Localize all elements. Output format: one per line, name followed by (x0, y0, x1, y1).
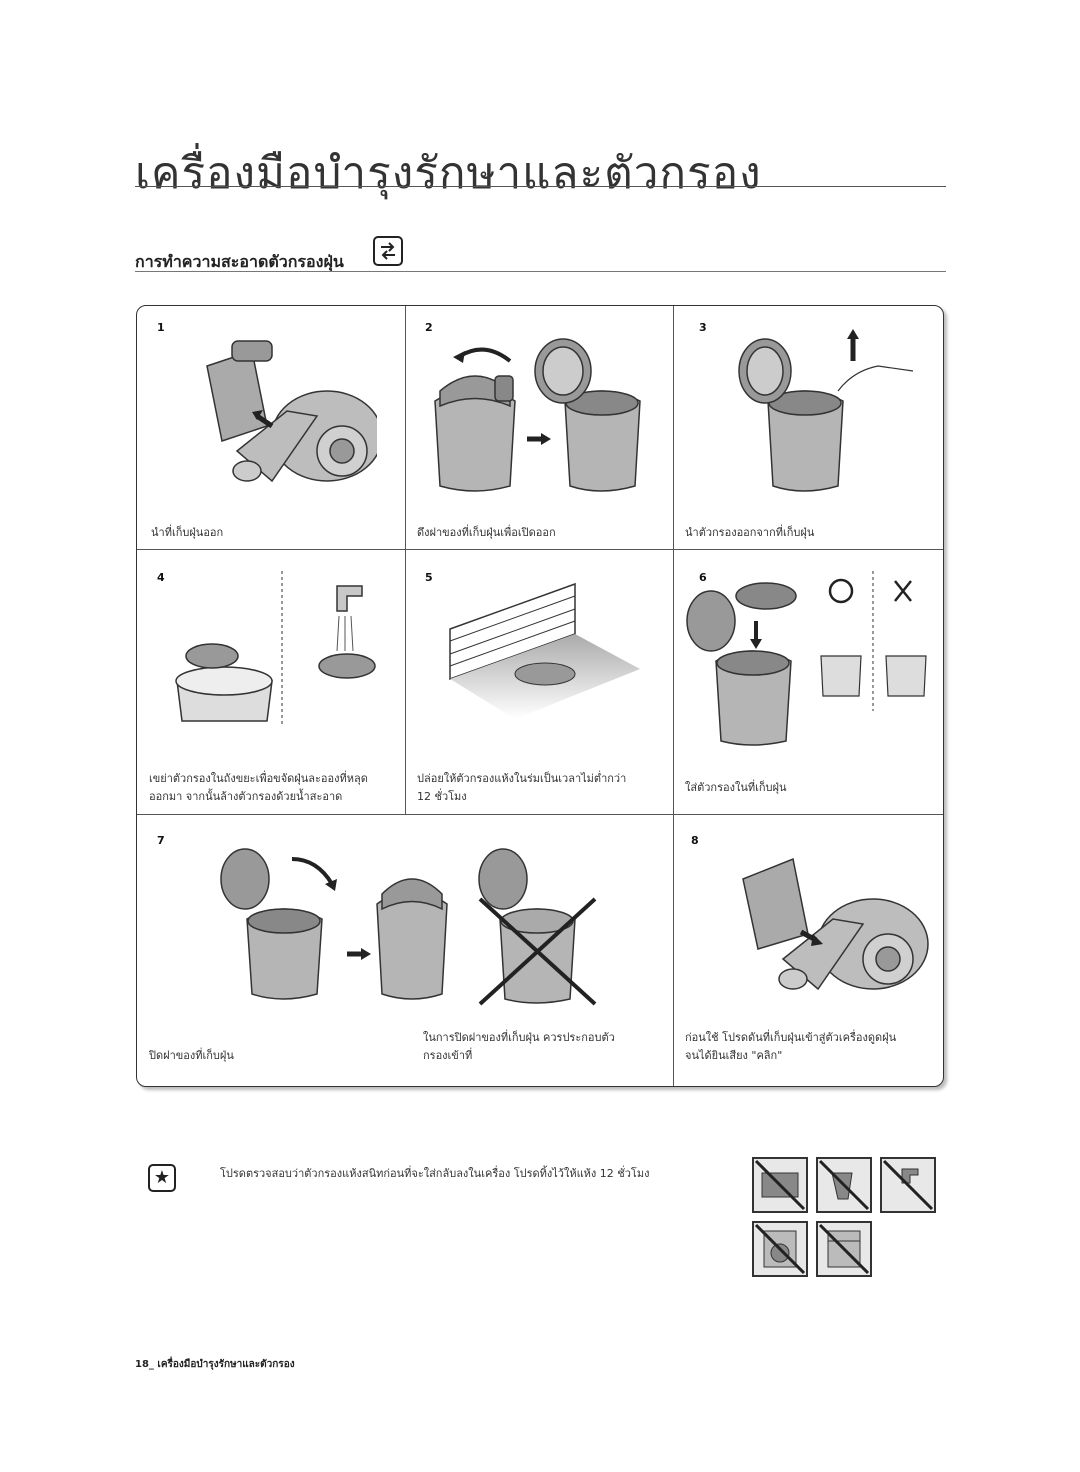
step-caption-line2: 12 ชั่วโมง (417, 790, 467, 803)
step-6: 6 ใส่ตัวกรองในที่เก็บฝุ่น (673, 549, 943, 814)
reinsert-dust-bin-illustration (742, 857, 929, 991)
title-divider (135, 186, 946, 187)
no-hair-dryer-icon (816, 1157, 872, 1213)
wrong-caption-line2: กรองเข้าที่ (423, 1049, 473, 1062)
step-caption-line2: จนได้ยินเสียง "คลิก" (685, 1049, 783, 1062)
step-caption: ดึงฝาของที่เก็บฝุ่นเพื่อเปิดออก (417, 526, 556, 539)
insert-filter-illustration (686, 571, 927, 746)
step-number: 7 (157, 834, 165, 847)
steps-panel: 1 นำที่เก็บฝุ่นออก 2 (136, 305, 944, 1087)
dry-filter-in-shade-illustration (449, 582, 640, 719)
step-number: 3 (699, 321, 707, 334)
step-7: 7 ปิดฝาของที่เก็บฝุ่น (137, 814, 673, 1086)
page-footer: 18_ เครื่องมือบำรุงรักษาและตัวกรอง (135, 1359, 295, 1370)
step-1: 1 นำที่เก็บฝุ่นออก (137, 306, 405, 549)
wrong-example: ในการปิดฝาของที่เก็บฝุ่น ควรประกอบตัว กร… (405, 814, 673, 1086)
step-caption: ปิดฝาของที่เก็บฝุ่น (149, 1049, 234, 1062)
step-number: 6 (699, 571, 707, 584)
unplug-icon (373, 236, 403, 266)
step-number: 4 (157, 571, 165, 584)
step-caption-line1: ก่อนใช้ โปรดดันที่เก็บฝุ่นเข้าสู่ตัวเครื… (685, 1031, 897, 1044)
no-washing-machine-icon (752, 1221, 808, 1277)
step-caption-line1: ปล่อยให้ตัวกรองแห้งในร่มเป็นเวลาไม่ต่ำกว… (417, 772, 627, 785)
step-number: 1 (157, 321, 165, 334)
step-caption-line1: เขย่าตัวกรองในถังขยะเพื่อขจัดฝุ่นละอองที… (149, 772, 368, 785)
section-divider (135, 271, 946, 272)
step-caption-line2: ออกมา จากนั้นล้างตัวกรองด้วยน้ำสะอาด (149, 790, 343, 803)
step-caption: นำตัวกรองออกจากที่เก็บฝุ่น (685, 526, 815, 539)
step-5: 5 ปล่อยให้ตัวกรองแห้งในร่มเป็นเวลาไม่ต่ำ… (405, 549, 673, 814)
wrong-caption-line1: ในการปิดฝาของที่เก็บฝุ่น ควรประกอบตัว (423, 1031, 615, 1044)
page-title: เครื่องมือบำรุงรักษาและตัวกรอง (135, 148, 762, 199)
close-lid-illustration (220, 848, 448, 1000)
step-3: 3 นำตัวกรองออกจากที่เก็บฝุ่น (673, 306, 943, 549)
section-title: การทำความสะอาดตัวกรองฝุ่น (135, 252, 344, 271)
step-4: 4 เขย่าตัวกรองในถังขยะเพื่อขจัดฝุ่นละออง… (137, 549, 405, 814)
open-dust-bin-lid-illustration (434, 338, 641, 492)
shake-and-wash-filter-illustration (175, 571, 376, 726)
no-microwave-icon (752, 1157, 808, 1213)
star-note-icon: ★ (148, 1164, 176, 1192)
no-heater-icon (880, 1157, 936, 1213)
step-number: 8 (691, 834, 699, 847)
step-2: 2 ดึงฝาของที่เก็บฝุ่นเพื่อเปิดออก (405, 306, 673, 549)
step-caption: ใส่ตัวกรองในที่เก็บฝุ่น (685, 781, 787, 794)
step-8: 8 ก่อนใช้ โปรดดันที่เก็บฝุ่นเข้าสู่ตัวเค… (673, 814, 943, 1086)
remove-filter-illustration (738, 329, 914, 492)
step-caption: นำที่เก็บฝุ่นออก (151, 526, 224, 539)
no-dishwasher-icon (816, 1221, 872, 1277)
lid-without-filter-wrong-illustration (478, 848, 597, 1006)
step-number: 5 (425, 571, 433, 584)
note-text: โปรดตรวจสอบว่าตัวกรองแห้งสนิทก่อนที่จะใส… (220, 1167, 650, 1180)
remove-dust-bin-illustration (206, 340, 377, 483)
step-number: 2 (425, 321, 433, 334)
